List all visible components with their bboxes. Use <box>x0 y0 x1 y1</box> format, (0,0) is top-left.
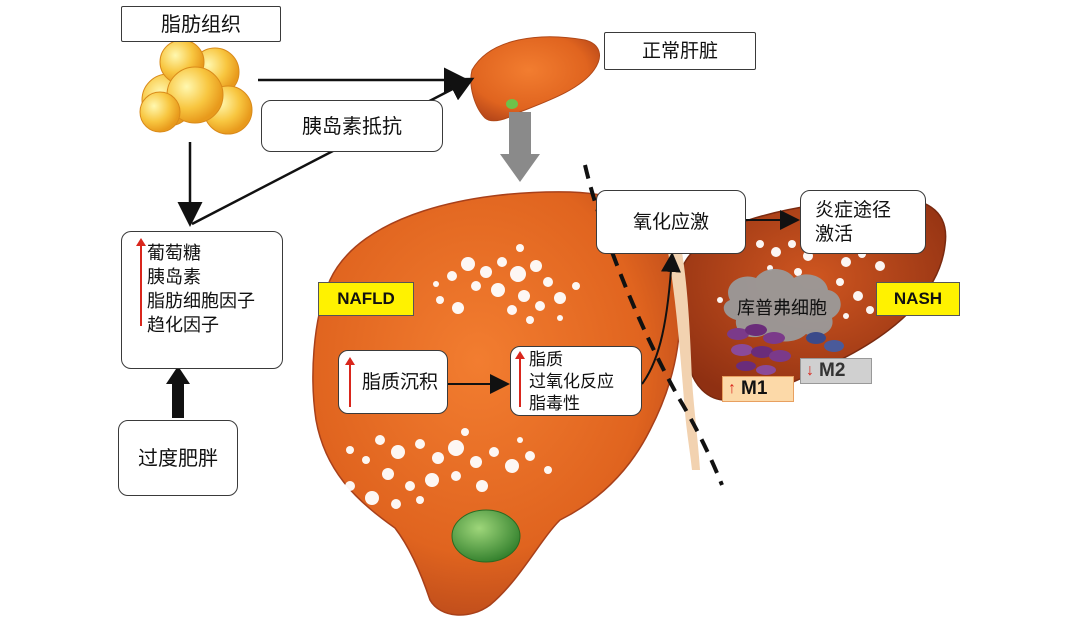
oxidative-stress-box: 氧化应激 <box>596 190 746 254</box>
m2-label: ↓ M2 <box>800 358 872 384</box>
kupffer-cloud-shape <box>723 269 841 342</box>
normal-liver-label: 正常肝脏 <box>604 32 756 70</box>
increase-arrow-icon <box>136 238 146 326</box>
lipid-deposit-label: 脂质沉积 <box>361 371 438 393</box>
adipose-tissue-label: 脂肪组织 <box>121 6 281 42</box>
nafld-label: NAFLD <box>318 282 414 316</box>
insulin-resistance-box: 胰岛素抵抗 <box>261 100 443 152</box>
inflammation-line-1: 炎症途径 <box>815 199 892 221</box>
lipid-deposit-box: 脂质沉积 <box>338 350 448 414</box>
adipose-cells-icon <box>139 39 253 135</box>
increase-arrow-icon <box>515 351 525 407</box>
kupffer-cell-label: 库普弗细胞 <box>737 298 827 319</box>
m2-text: M2 <box>819 360 846 381</box>
m1-label: ↑ M1 <box>722 376 794 402</box>
lipid-effects-box: 脂质 过氧化反应 脂毒性 <box>510 346 642 416</box>
m2-arrow-icon: ↓ <box>806 362 814 379</box>
nash-label: NASH <box>876 282 960 316</box>
inflammation-line-2: 激活 <box>815 223 854 245</box>
factor-chemokine: 趋化因子 <box>147 315 219 336</box>
obesity-arrow-icon <box>166 366 190 418</box>
macrophage-cells-icon <box>727 324 844 375</box>
lipid-effect-peroxidation: 过氧化反应 <box>529 372 614 392</box>
m1-arrow-icon: ↑ <box>728 380 736 397</box>
factor-insulin: 胰岛素 <box>147 267 201 288</box>
increase-arrow-icon <box>345 357 355 407</box>
lipid-effect-lipid: 脂质 <box>529 350 563 370</box>
factor-glucose: 葡萄糖 <box>147 243 201 264</box>
normal-liver-icon <box>470 36 600 122</box>
progression-arrow-icon <box>500 112 540 182</box>
obesity-box: 过度肥胖 <box>118 420 238 496</box>
fat-droplets <box>345 244 580 509</box>
gallbladder-icon <box>451 509 521 563</box>
metabolic-factors-box: 葡萄糖 胰岛素 脂肪细胞因子 趋化因子 <box>121 231 283 369</box>
inflammation-box: 炎症途径 激活 <box>800 190 926 254</box>
factor-adipokine: 脂肪细胞因子 <box>147 291 255 312</box>
m1-text: M1 <box>741 378 768 399</box>
lipid-effect-lipotoxicity: 脂毒性 <box>529 394 580 414</box>
